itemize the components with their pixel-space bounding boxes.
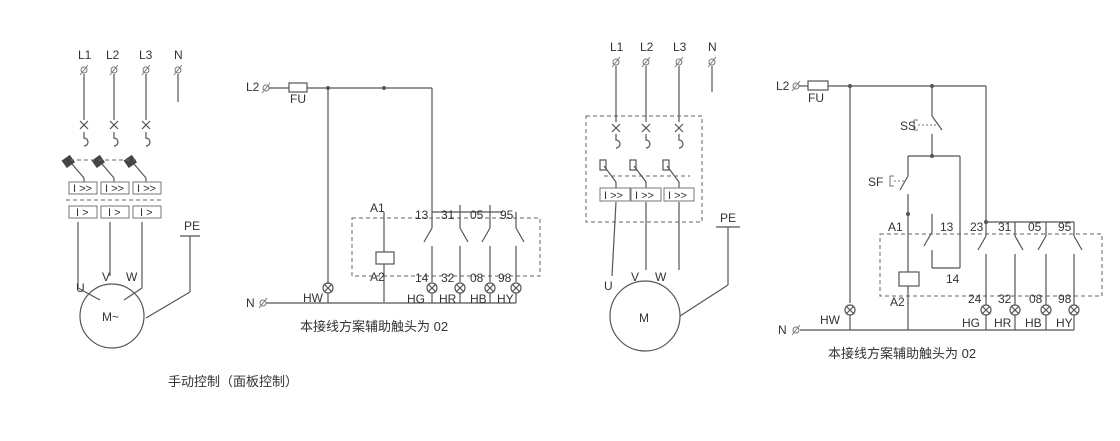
d4-start-button: SF — [868, 175, 883, 189]
d4-lamp-hy: HY — [1056, 316, 1073, 330]
d2-bottom-14: 14 — [415, 271, 429, 285]
d1-motor-w: W — [126, 270, 138, 284]
d4-lamp-hb: HB — [1025, 316, 1042, 330]
d2-bottom-32: 32 — [441, 271, 455, 285]
d2-lamp-hb: HB — [470, 292, 487, 306]
d3-trip-1: I >> — [604, 190, 623, 202]
d4-supply: L2 — [776, 79, 790, 93]
d2-top-95: 95 — [500, 208, 514, 222]
d1-overload-3: I > — [140, 207, 153, 219]
d4-bottom-32: 32 — [998, 292, 1012, 306]
d2-top-31: 31 — [441, 208, 455, 222]
d3-motor-w: W — [655, 270, 667, 284]
d4-bottom-98: 98 — [1058, 292, 1072, 306]
d1-handle-3 — [123, 154, 137, 168]
d4-bottom-14: 14 — [946, 272, 960, 286]
d1-trip-3: I >> — [137, 183, 156, 195]
d4-bottom-08: 08 — [1029, 292, 1043, 306]
d1-overload-1: I > — [76, 207, 89, 219]
d1-phase-l2: L2 — [106, 48, 120, 62]
d4-stop-button: SS — [900, 119, 916, 133]
d4-top-a1: A1 — [888, 220, 903, 234]
d4-neutral: N — [778, 323, 787, 337]
d1-pe: PE — [184, 219, 200, 233]
d3-phase-n: N — [708, 40, 717, 54]
d4-lamp-hr: HR — [994, 316, 1012, 330]
d1-phase-l1: L1 — [78, 48, 92, 62]
diagram2-control-circuit: L2 FU A1 13 31 05 95 A2 — [246, 80, 541, 334]
d4-bottom-24: 24 — [968, 292, 982, 306]
d1-motor — [79, 283, 145, 349]
d1-trip-2: I >> — [105, 183, 124, 195]
d2-top-a1: A1 — [370, 201, 385, 215]
d1-handle-1 — [61, 154, 75, 168]
d1-handle-2 — [91, 154, 105, 168]
d2-bottom-a2: A2 — [370, 270, 385, 284]
d2-top-13: 13 — [415, 208, 429, 222]
d3-phase-l3: L3 — [673, 40, 687, 54]
d2-caption: 本接线方案辅助触头为 02 — [300, 319, 448, 334]
diagram3-main-circuit: L1 L2 L3 N — [585, 40, 740, 352]
d3-pe: PE — [720, 211, 736, 225]
d1-motor-label: M~ — [102, 310, 119, 324]
d4-lamp-hg: HG — [962, 316, 980, 330]
d2-supply: L2 — [246, 80, 260, 94]
diagram4-control-circuit: L2 — [776, 79, 1103, 361]
d1-caption: 手动控制（面板控制） — [168, 374, 298, 389]
d4-top-31: 31 — [998, 220, 1012, 234]
d1-phase-l3: L3 — [139, 48, 153, 62]
d2-lamp-hy: HY — [497, 292, 514, 306]
d4-caption: 本接线方案辅助触头为 02 — [828, 346, 976, 361]
d3-phase-l2: L2 — [640, 40, 654, 54]
d4-top-95: 95 — [1058, 220, 1072, 234]
d3-trip-2: I >> — [635, 190, 654, 202]
d4-top-23: 23 — [970, 220, 984, 234]
d4-lamp-hw: HW — [820, 313, 841, 327]
d2-bottom-08: 08 — [470, 271, 484, 285]
d2-lamp-hg: HG — [407, 292, 425, 306]
d2-lamp-hw: HW — [303, 291, 324, 305]
d1-motor-v: V — [102, 270, 110, 284]
d1-phase-n: N — [174, 48, 183, 62]
d2-neutral: N — [246, 296, 255, 310]
d2-fuse: FU — [290, 92, 306, 106]
d3-trip-3: I >> — [668, 190, 687, 202]
d1-trip-1: I >> — [73, 183, 92, 195]
d1-motor-u: U — [76, 281, 85, 295]
d4-fuse: FU — [808, 91, 824, 105]
d4-top-13: 13 — [940, 220, 954, 234]
d3-motor-u: U — [604, 279, 613, 293]
diagram1-main-circuit: L1 L2 L3 N — [61, 48, 298, 389]
d2-bottom-98: 98 — [498, 271, 512, 285]
d3-motor-v: V — [631, 270, 639, 284]
d3-motor-label: M — [639, 311, 649, 325]
d4-bottom-a2: A2 — [890, 295, 905, 309]
d1-overload-2: I > — [108, 207, 121, 219]
d3-phase-l1: L1 — [610, 40, 624, 54]
d4-top-05: 05 — [1028, 220, 1042, 234]
d2-top-05: 05 — [470, 208, 484, 222]
d2-lamp-hr: HR — [439, 292, 457, 306]
